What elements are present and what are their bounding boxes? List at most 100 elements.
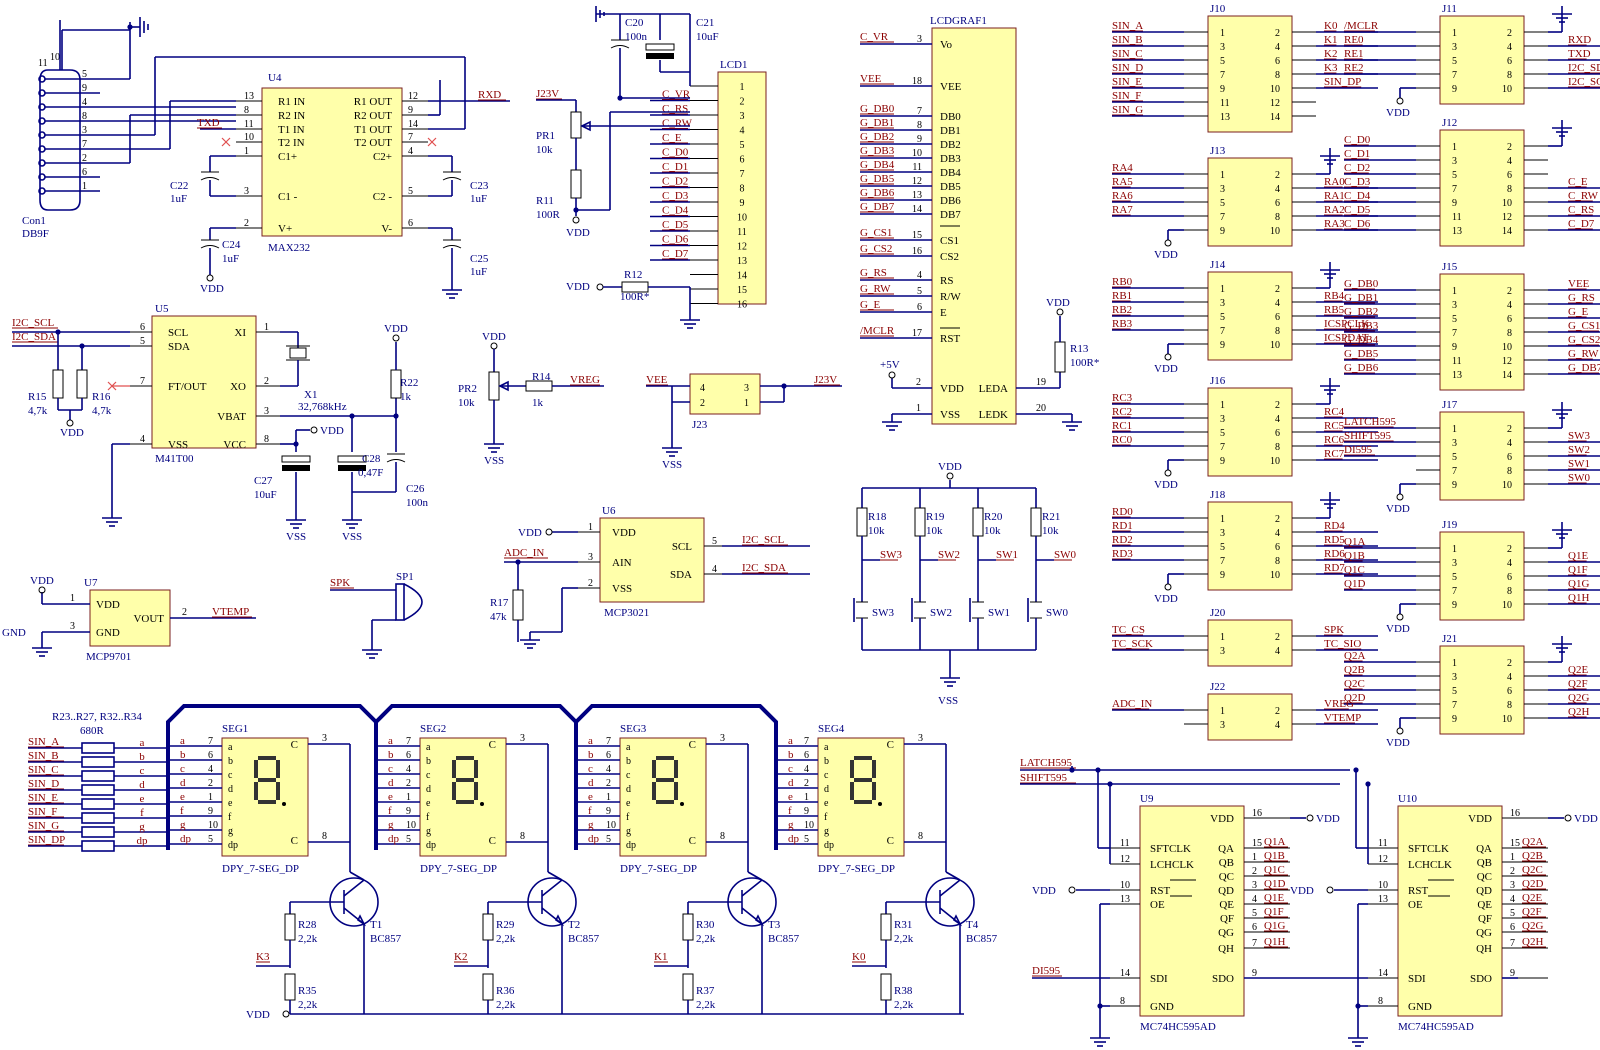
header-ref: J19 bbox=[1442, 519, 1458, 531]
label: 5 bbox=[1220, 312, 1225, 323]
label: LCHCLK bbox=[1408, 859, 1452, 871]
resnet-label: R23..R27, R32..R34 bbox=[52, 711, 142, 723]
label: 0,47F bbox=[358, 467, 383, 479]
u4-ref: U4 bbox=[268, 72, 282, 84]
net-label: G_DB3 bbox=[1344, 320, 1379, 332]
label: 11 bbox=[1378, 838, 1388, 849]
segment-letter: c bbox=[788, 763, 793, 775]
net-label: Q2E bbox=[1568, 664, 1588, 676]
segment-pin-name: d bbox=[228, 784, 233, 795]
segment-letter: f bbox=[788, 805, 792, 817]
label: 4 bbox=[712, 564, 717, 575]
label: 47k bbox=[490, 611, 507, 623]
label: 5 bbox=[1452, 452, 1457, 463]
label: 4 bbox=[1252, 894, 1257, 905]
label: 2 bbox=[1275, 514, 1280, 525]
label: SW3 bbox=[880, 549, 903, 561]
segment-pin-name: g bbox=[228, 826, 233, 837]
net-label: G_DB3 bbox=[860, 145, 895, 157]
pin-name: DB1 bbox=[940, 125, 961, 137]
label: 5 bbox=[1220, 542, 1225, 553]
pin-name: T1 IN bbox=[278, 124, 305, 136]
label: 6 bbox=[1510, 922, 1515, 933]
label: 3 bbox=[1220, 298, 1225, 309]
j23-box bbox=[689, 373, 761, 415]
net-label: Q2D bbox=[1522, 878, 1543, 890]
label: 3 bbox=[744, 383, 749, 394]
net-label: K1 bbox=[654, 951, 667, 963]
seven-seg-2: SEG2DPY_7-SEG_DPa7ab6bc4cd2de1ef9fg10gdp… bbox=[374, 723, 600, 1014]
net-label: K0 bbox=[852, 951, 866, 963]
label: VSS bbox=[342, 531, 362, 543]
net-label: LATCH595 bbox=[1020, 757, 1072, 769]
net-label: TXD bbox=[1568, 48, 1591, 60]
net-label: SW1 bbox=[1568, 458, 1590, 470]
net-label: G_RW bbox=[860, 283, 891, 295]
label: 10uF bbox=[696, 31, 719, 43]
pin-name: RST bbox=[940, 333, 960, 345]
label: 9 bbox=[1220, 84, 1225, 95]
net-label: G_CS2 bbox=[1568, 334, 1600, 346]
net-label: Q2C bbox=[1344, 678, 1365, 690]
header-box bbox=[1439, 411, 1525, 501]
label: 4 bbox=[1275, 720, 1280, 731]
label: 4 bbox=[1275, 42, 1280, 53]
net-label: J23V bbox=[814, 374, 837, 386]
label: 5 bbox=[1220, 198, 1225, 209]
label: 1k bbox=[532, 397, 544, 409]
pin-number: 1 bbox=[244, 146, 249, 157]
net-label: SIN_A bbox=[28, 736, 59, 748]
label: 1uF bbox=[470, 193, 487, 205]
label: 9 bbox=[1452, 198, 1457, 209]
label: 4 bbox=[700, 383, 705, 394]
net-label: I2C_SCL bbox=[742, 534, 784, 546]
pin-number: 13 bbox=[912, 190, 922, 201]
label: C20 bbox=[625, 17, 644, 29]
label: 7 bbox=[208, 736, 213, 747]
net-label: G_DB4 bbox=[1344, 334, 1379, 346]
label: QF bbox=[1478, 913, 1492, 925]
seg-ref: SEG4 bbox=[818, 723, 845, 735]
net-label: SIN_B bbox=[28, 750, 59, 762]
label: R21 bbox=[1042, 511, 1060, 523]
net-label: SW2 bbox=[1568, 444, 1590, 456]
header-box bbox=[1207, 693, 1293, 741]
segment-pin-name: c bbox=[626, 770, 631, 781]
net-label: I2C_SCL bbox=[1568, 76, 1600, 88]
label: BC857 bbox=[568, 933, 600, 945]
label: MC74HC595AD bbox=[1140, 1021, 1216, 1033]
label: 6 bbox=[1507, 56, 1512, 67]
pin-name: CS1 bbox=[940, 235, 959, 247]
net-label: G_DB2 bbox=[1344, 306, 1378, 318]
label: 1 bbox=[70, 593, 75, 604]
label: 3 bbox=[264, 406, 269, 417]
net-label: G_DB7 bbox=[1568, 362, 1600, 374]
pin-number: 18 bbox=[912, 76, 922, 87]
label: 100R* bbox=[1070, 357, 1099, 369]
lcd1-ref: LCD1 bbox=[720, 59, 748, 71]
label: 10 bbox=[1270, 84, 1280, 95]
label: 3 bbox=[1220, 528, 1225, 539]
label: 4 bbox=[208, 764, 213, 775]
pin-number: 10 bbox=[912, 148, 922, 159]
pin-name: DB5 bbox=[940, 181, 961, 193]
pin-number: 4 bbox=[82, 97, 87, 108]
label: C21 bbox=[696, 17, 714, 29]
label: 2 bbox=[182, 607, 187, 618]
label: VDD bbox=[1046, 297, 1070, 309]
label: 9 bbox=[406, 806, 411, 817]
net-label: RD1 bbox=[1112, 520, 1133, 532]
pin-number: 9 bbox=[408, 105, 413, 116]
label: 6 bbox=[606, 750, 611, 761]
label: 10 bbox=[1120, 880, 1130, 891]
label: 7 bbox=[1452, 184, 1457, 195]
label: 3 bbox=[1220, 42, 1225, 53]
label: 20 bbox=[1036, 403, 1046, 414]
label: 1uF bbox=[222, 253, 239, 265]
label: SCL bbox=[168, 327, 188, 339]
label: 4 bbox=[1275, 184, 1280, 195]
label: 10 bbox=[1502, 714, 1512, 725]
label: 9 bbox=[1452, 714, 1457, 725]
pin-number: 7 bbox=[917, 106, 922, 117]
label: 1 bbox=[1252, 852, 1257, 863]
